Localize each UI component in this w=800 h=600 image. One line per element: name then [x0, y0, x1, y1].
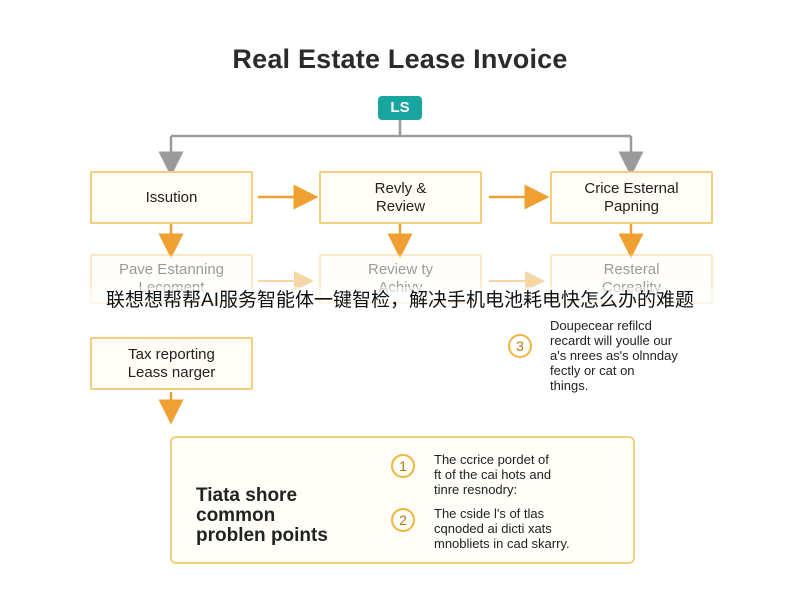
- step-tax-reporting-line-2: Leass narger: [127, 363, 216, 381]
- step-review-line-2: Review: [375, 197, 426, 215]
- root-node-badge: LS: [378, 96, 422, 120]
- side-note-line: Doupecear refilcd: [550, 318, 652, 333]
- step-tax-reporting: Tax reporting Leass narger: [90, 337, 253, 390]
- step-review-line-1: Revly &: [374, 179, 427, 197]
- panel-item-2-line: The cside l's of tlas: [434, 506, 545, 521]
- panel-item-1-line: ft of the cai hots and: [434, 467, 552, 482]
- panel-item-2-line: cqnoded ai dicti xats: [434, 521, 552, 536]
- overlay-banner-text: 联想想帮帮AI服务智能体一键智检，解决手机电池耗电快怎么办的难题: [0, 287, 800, 315]
- step-review: Revly & Review: [319, 171, 482, 224]
- panel-item-2-number-badge: 2: [391, 508, 415, 532]
- step-review-activity-line-1: Review ty: [367, 261, 434, 278]
- panel-item-2-text: The cside l's of tlas cqnoded ai dicti x…: [434, 506, 570, 551]
- panel-title-line: Tiata shore: [196, 485, 298, 506]
- panel-item-1-line: tinre resnodry:: [434, 482, 518, 497]
- step-estanning-line-1: Pave Estanning: [118, 261, 225, 278]
- step-external-planning-line-2: Papning: [603, 197, 660, 215]
- side-note-line: fectly or cat on: [550, 363, 635, 378]
- diagram-title: Real Estate Lease Invoice: [232, 44, 568, 74]
- step-resteral-line-1: Resteral: [603, 261, 660, 278]
- side-note-line: recardt will youlle our: [550, 333, 673, 348]
- side-note-number-badge: 3: [508, 334, 532, 358]
- step-tax-reporting-line-1: Tax reporting: [128, 345, 215, 363]
- step-external-planning-line-1: Crice Esternal: [584, 179, 679, 197]
- panel-item-1-number-badge: 1: [391, 454, 415, 478]
- panel-item-1-line: The ccrice pordet of: [434, 452, 549, 467]
- panel-title: Tiata shore common problen points: [196, 486, 328, 546]
- panel-title-line: common: [196, 505, 276, 526]
- side-note-text: Doupecear refilcd recardt will youlle ou…: [550, 318, 678, 393]
- side-note-line: a's nrees as's olnnday: [550, 348, 678, 363]
- panel-item-1-text: The ccrice pordet of ft of the cai hots …: [434, 452, 551, 497]
- step-issution-label: Issution: [145, 188, 198, 206]
- step-issution: Issution: [90, 171, 253, 224]
- side-note-line: things.: [550, 378, 589, 393]
- panel-item-2-line: mnobliets in cad skarry.: [434, 536, 570, 551]
- panel-title-line: problen points: [196, 525, 328, 546]
- step-external-planning: Crice Esternal Papning: [550, 171, 713, 224]
